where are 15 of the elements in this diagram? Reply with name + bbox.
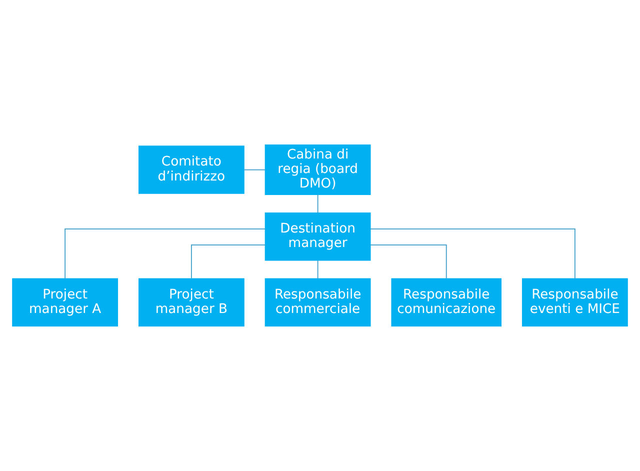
connector	[370, 244, 447, 279]
node-box: Cabina di regia (board DMO)	[264, 144, 371, 195]
connector	[370, 228, 576, 279]
node-box: Comitato d’indirizzo	[138, 146, 244, 194]
connector	[317, 260, 318, 279]
node-box: Responsabile eventi e MICE	[522, 278, 628, 326]
node-box: Responsabile commerciale	[264, 278, 371, 326]
connector	[244, 169, 266, 170]
connector	[317, 194, 318, 214]
connector	[64, 228, 266, 279]
node-box: Project manager B	[138, 278, 244, 326]
connector	[191, 244, 266, 279]
node-box: Destination manager	[264, 212, 371, 261]
node-box: Project manager A	[12, 278, 118, 326]
node-box: Responsabile comunicazione	[391, 278, 502, 326]
